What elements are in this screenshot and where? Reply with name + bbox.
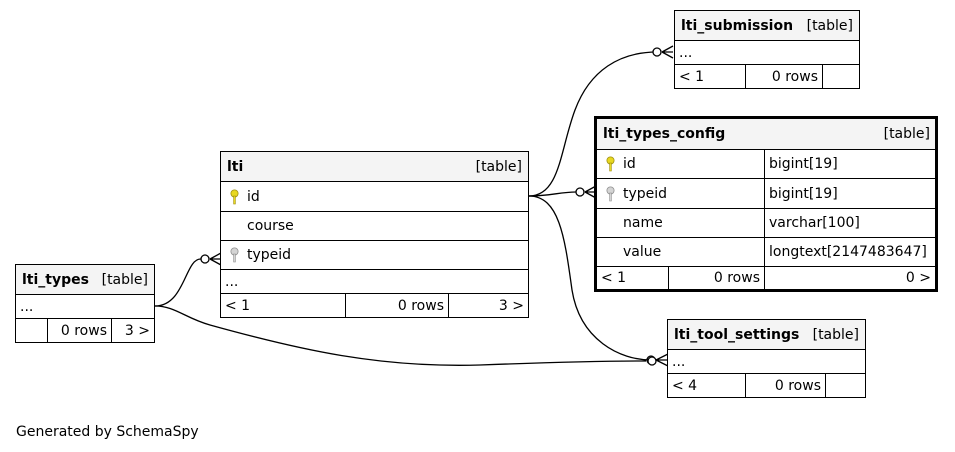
table-name: lti_types xyxy=(22,271,89,288)
column-name: value xyxy=(623,244,662,260)
parents-count: < 1 xyxy=(679,68,705,85)
table-kind: [table] xyxy=(883,126,930,142)
ellipsis: ... xyxy=(20,298,34,315)
foreign-key-icon xyxy=(606,186,615,201)
table-lti-tool-settings[interactable]: lti_tool_settings [table] ... < 4 0 rows xyxy=(667,319,866,398)
ellipsis: ... xyxy=(225,273,239,290)
generated-by-note: Generated by SchemaSpy xyxy=(16,424,199,440)
table-lti-submission[interactable]: lti_submission [table] ... < 1 0 rows xyxy=(674,10,860,89)
table-kind: [table] xyxy=(812,326,859,343)
table-name: lti_tool_settings xyxy=(674,326,800,343)
edge-lti-types-to-lti-tool-settings xyxy=(154,305,647,366)
column-type: bigint[19] xyxy=(769,185,838,202)
parents-count: < 1 xyxy=(225,297,251,314)
column-name: typeid xyxy=(623,185,668,202)
table-lti[interactable]: lti [table] id course typeid ... < 1 0 r… xyxy=(220,151,529,318)
children-count: 3 > xyxy=(124,322,150,339)
table-name: lti_submission xyxy=(681,17,794,34)
column-name: id xyxy=(623,156,636,172)
table-name: lti_types_config xyxy=(603,126,726,142)
table-lti-types[interactable]: lti_types [table] ... 0 rows 3 > xyxy=(15,264,155,343)
table-kind: [table] xyxy=(101,271,148,288)
children-count: 0 > xyxy=(905,270,931,286)
edge-lti-to-lti-tool-settings xyxy=(528,195,652,361)
children-count: 3 > xyxy=(498,297,524,314)
row-count: 0 rows xyxy=(397,297,444,314)
column-type: longtext[2147483647] xyxy=(769,244,927,260)
parents-count: < 1 xyxy=(601,270,627,286)
column-name: course xyxy=(247,218,294,234)
ellipsis: ... xyxy=(672,353,686,370)
column-name: typeid xyxy=(247,247,292,263)
foreign-key-icon xyxy=(230,247,239,263)
row-count: 0 rows xyxy=(774,377,821,394)
ellipsis: ... xyxy=(679,44,693,61)
column-type: varchar[100] xyxy=(769,215,860,231)
primary-key-icon xyxy=(230,189,239,204)
edge-lti-to-lti-types-config xyxy=(528,191,577,197)
edge-lti-to-lti-submission xyxy=(528,51,658,197)
parents-count: < 4 xyxy=(672,377,698,394)
table-name: lti xyxy=(227,158,244,175)
row-count: 0 rows xyxy=(713,270,760,286)
column-name: id xyxy=(247,188,260,205)
table-kind: [table] xyxy=(475,158,522,175)
column-name: name xyxy=(623,215,663,231)
column-type: bigint[19] xyxy=(769,156,838,172)
primary-key-icon xyxy=(606,156,615,172)
table-kind: [table] xyxy=(806,17,853,34)
row-count: 0 rows xyxy=(60,322,107,339)
row-count: 0 rows xyxy=(771,68,818,85)
edge-lti-types-to-lti xyxy=(154,258,202,307)
table-lti-types-config[interactable]: lti_types_config [table] id bigint[19] t… xyxy=(594,116,938,292)
